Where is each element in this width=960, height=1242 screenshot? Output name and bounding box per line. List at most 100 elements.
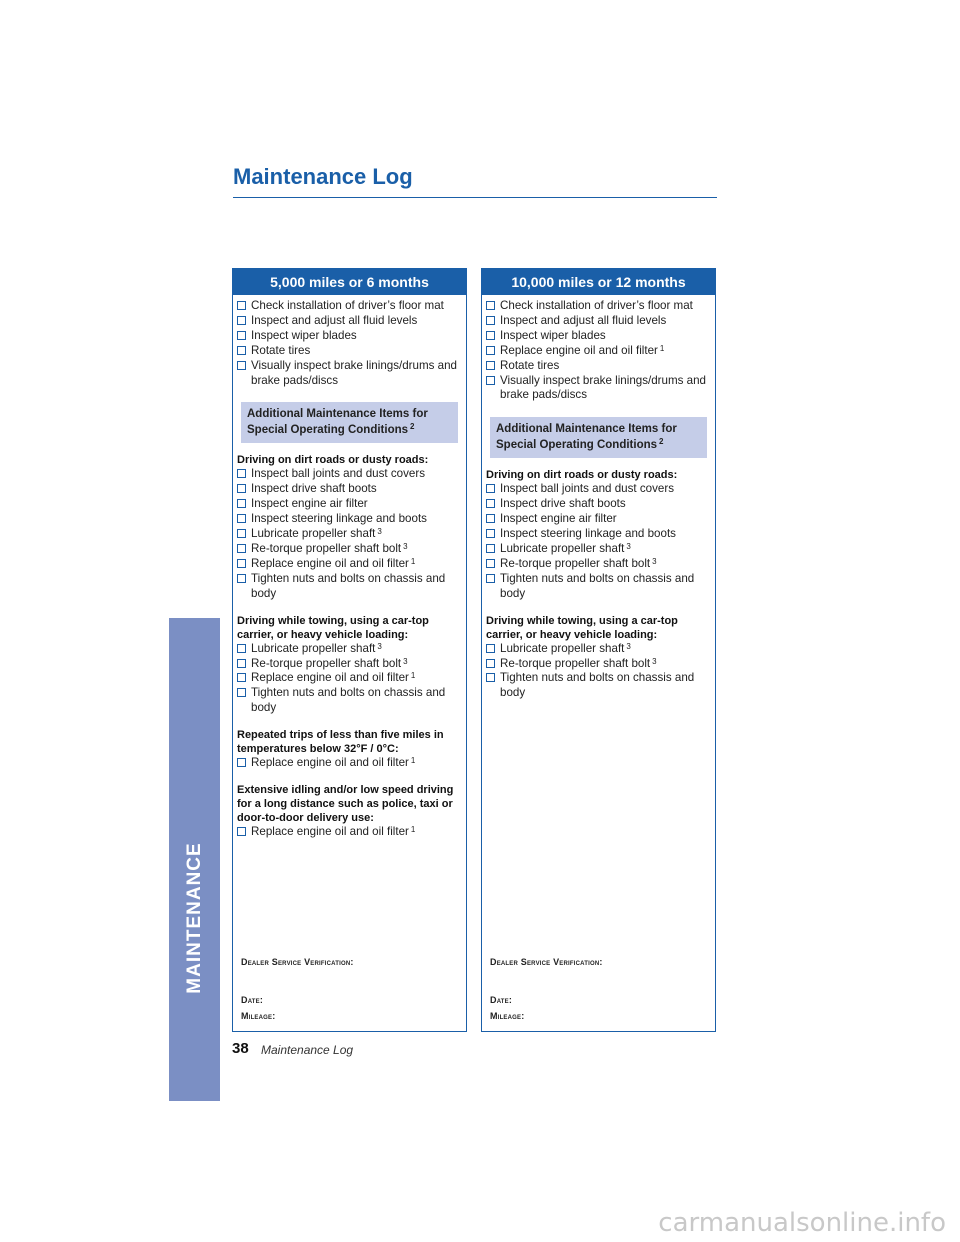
- mileage-label: Mileage:: [490, 1011, 525, 1021]
- item-label: Inspect wiper blades: [500, 328, 606, 342]
- maintenance-column-5000: 5,000 miles or 6 months Check installati…: [232, 268, 467, 1032]
- checklist-item-text: Inspect steering linkage and boots: [251, 512, 462, 527]
- checklist-item-text: Inspect ball joints and dust covers: [251, 467, 462, 482]
- checkbox-icon[interactable]: [486, 484, 495, 494]
- checklist-item-text: Rotate tires: [500, 359, 711, 374]
- item-label: Inspect and adjust all fluid levels: [500, 313, 667, 327]
- checkbox-icon[interactable]: [237, 499, 246, 509]
- checkbox-icon[interactable]: [237, 315, 246, 325]
- checkbox-icon[interactable]: [486, 658, 495, 668]
- checkbox-icon[interactable]: [486, 301, 495, 310]
- checklist-item: Inspect ball joints and dust covers: [237, 467, 462, 482]
- checklist-item: Inspect drive shaft boots: [237, 482, 462, 497]
- column-header: 10,000 miles or 12 months: [482, 269, 715, 295]
- item-label: Tighten nuts and bolts on chassis and bo…: [251, 686, 446, 715]
- item-label: Lubricate propeller shaft: [500, 541, 625, 555]
- checkbox-icon[interactable]: [237, 688, 246, 698]
- item-label: Lubricate propeller shaft: [251, 641, 376, 655]
- checklist-item: Inspect engine air filter: [486, 512, 711, 527]
- watermark: carmanualsonline.info: [658, 1208, 946, 1238]
- checklist-item-text: Inspect ball joints and dust covers: [500, 482, 711, 497]
- item-label: Rotate tires: [500, 358, 560, 372]
- page-number: 38: [232, 1040, 249, 1057]
- checklist-item-text: Visually inspect brake linings/drums and…: [251, 359, 462, 389]
- checkbox-icon[interactable]: [486, 529, 495, 539]
- condition-heading: Extensive idling and/or low speed drivin…: [237, 784, 454, 825]
- checkbox-icon[interactable]: [486, 360, 495, 370]
- footnote-marker: 1: [659, 343, 665, 353]
- item-label: Re-torque propeller shaft bolt: [500, 656, 651, 670]
- checkbox-icon[interactable]: [237, 469, 246, 479]
- checkbox-icon[interactable]: [486, 330, 495, 340]
- footnote-marker: 3: [652, 556, 657, 566]
- checklist-item: Check installation of driver’s floor mat: [486, 299, 711, 314]
- checkbox-icon[interactable]: [237, 558, 246, 568]
- checkbox-icon[interactable]: [237, 827, 246, 837]
- checkbox-icon[interactable]: [237, 529, 246, 539]
- checkbox-icon[interactable]: [237, 758, 246, 768]
- checkbox-icon[interactable]: [237, 573, 246, 583]
- checkbox-icon[interactable]: [237, 514, 246, 524]
- checkbox-icon[interactable]: [486, 543, 495, 553]
- checklist-item-text: Inspect engine air filter: [251, 497, 462, 512]
- checklist-item: Tighten nuts and bolts on chassis and bo…: [486, 572, 711, 602]
- checklist-item-text: Inspect engine air filter: [500, 512, 711, 527]
- checklist-item-text: Visually inspect brake linings/drums and…: [500, 374, 711, 404]
- checkbox-icon[interactable]: [486, 573, 495, 583]
- checkbox-icon[interactable]: [486, 499, 495, 509]
- checkbox-icon[interactable]: [486, 345, 495, 355]
- checkbox-icon[interactable]: [237, 643, 246, 653]
- checkbox-icon[interactable]: [237, 484, 246, 494]
- checkbox-icon[interactable]: [237, 673, 246, 683]
- checklist-item-text: Inspect drive shaft boots: [251, 482, 462, 497]
- item-label: Inspect drive shaft boots: [500, 497, 626, 511]
- item-label: Lubricate propeller shaft: [251, 527, 376, 541]
- column-body: Check installation of driver’s floor mat…: [233, 295, 466, 840]
- checkbox-icon[interactable]: [486, 375, 495, 385]
- checklist-item-text: Check installation of driver’s floor mat: [500, 299, 711, 314]
- checkbox-icon[interactable]: [486, 514, 495, 524]
- checklist-item-text: Inspect wiper blades: [251, 329, 462, 344]
- checkbox-icon[interactable]: [237, 330, 246, 340]
- checkbox-icon[interactable]: [486, 558, 495, 568]
- checkbox-icon[interactable]: [237, 301, 246, 310]
- footnote-marker: 3: [403, 541, 408, 551]
- checklist-item: Inspect ball joints and dust covers: [486, 482, 711, 497]
- checkbox-icon[interactable]: [237, 360, 246, 370]
- condition-heading: Driving on dirt roads or dusty roads:: [237, 454, 429, 467]
- page-title: Maintenance Log: [233, 164, 413, 189]
- checkbox-icon[interactable]: [486, 673, 495, 683]
- item-label: Replace engine oil and oil filter: [251, 756, 409, 770]
- checkbox-icon[interactable]: [237, 658, 246, 668]
- banner-text: Special Operating Conditions: [496, 439, 658, 452]
- item-label: Inspect and adjust all fluid levels: [251, 313, 418, 327]
- checklist-item: Tighten nuts and bolts on chassis and bo…: [237, 572, 462, 602]
- checklist-item: Tighten nuts and bolts on chassis and bo…: [237, 686, 462, 716]
- checkbox-icon[interactable]: [237, 345, 246, 355]
- item-label: Check installation of driver’s floor mat: [500, 299, 693, 312]
- checklist-item: Inspect and adjust all fluid levels: [486, 314, 711, 329]
- checklist-item: Tighten nuts and bolts on chassis and bo…: [486, 671, 711, 701]
- item-label: Rotate tires: [251, 343, 311, 357]
- checkbox-icon[interactable]: [486, 315, 495, 325]
- footnote-marker: 2: [659, 437, 664, 447]
- item-label: Re-torque propeller shaft bolt: [251, 656, 402, 670]
- item-label: Visually inspect brake linings/drums and…: [251, 358, 458, 387]
- banner-line: Additional Maintenance Items for: [496, 423, 677, 436]
- checkbox-icon[interactable]: [486, 643, 495, 653]
- checklist-item-text: Tighten nuts and bolts on chassis and bo…: [500, 671, 711, 701]
- checkbox-icon[interactable]: [237, 543, 246, 553]
